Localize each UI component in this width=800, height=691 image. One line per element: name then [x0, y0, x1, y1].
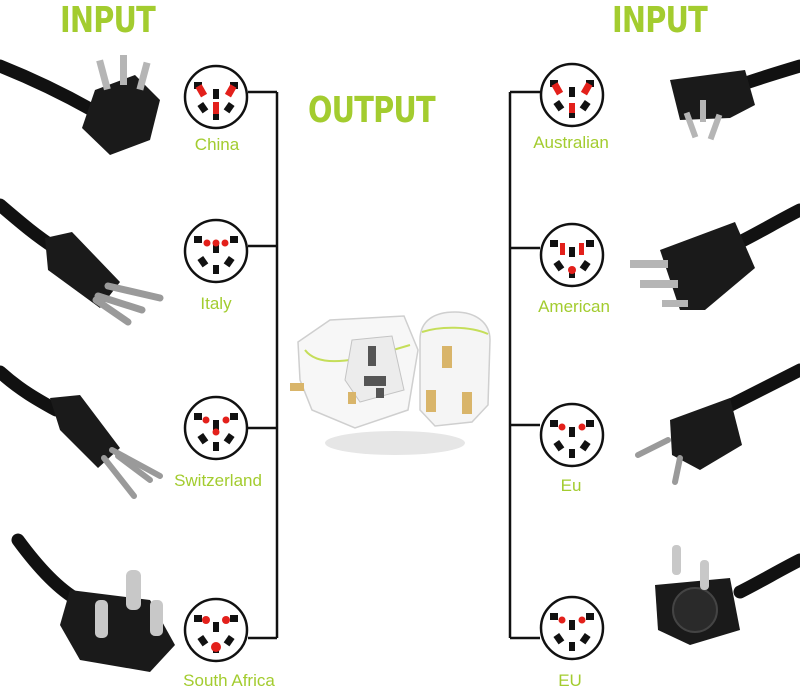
output-heading: OUTPUT [308, 90, 436, 131]
label-china: China [194, 135, 240, 154]
switzerland-plug-icon [0, 365, 163, 499]
input-left-heading: INPUT [60, 0, 156, 41]
label-eu: Eu [560, 476, 582, 495]
label-eu-schuko: EU [558, 671, 582, 690]
label-switzerland: Switzerland [174, 471, 262, 490]
eu-plug-icon [635, 363, 800, 485]
universal-adapter-front [290, 315, 465, 455]
socket-face-schuko [539, 595, 605, 661]
socket-face-eu [539, 402, 605, 468]
schuko-plug-icon [655, 545, 800, 645]
right-connector-lines [508, 90, 540, 640]
american-plug-icon [630, 203, 800, 310]
italy-plug-icon [0, 198, 164, 326]
socket-face-italy [183, 218, 249, 284]
australian-plug-icon [670, 59, 800, 141]
china-plug-icon [0, 55, 160, 155]
left-connector-lines [248, 90, 279, 640]
universal-adapter-back [419, 311, 491, 427]
socket-face-american [539, 222, 605, 288]
input-right-heading: INPUT [612, 0, 708, 41]
socket-face-australian [539, 62, 605, 128]
socket-face-switzerland [183, 395, 249, 461]
label-australian: Australian [533, 133, 609, 152]
label-italy: Italy [200, 294, 232, 313]
label-american: American [538, 297, 610, 316]
label-south-africa: South Africa [183, 671, 275, 690]
socket-face-south-africa [183, 597, 249, 663]
south-africa-plug-icon [11, 533, 175, 672]
socket-face-china [183, 64, 249, 130]
